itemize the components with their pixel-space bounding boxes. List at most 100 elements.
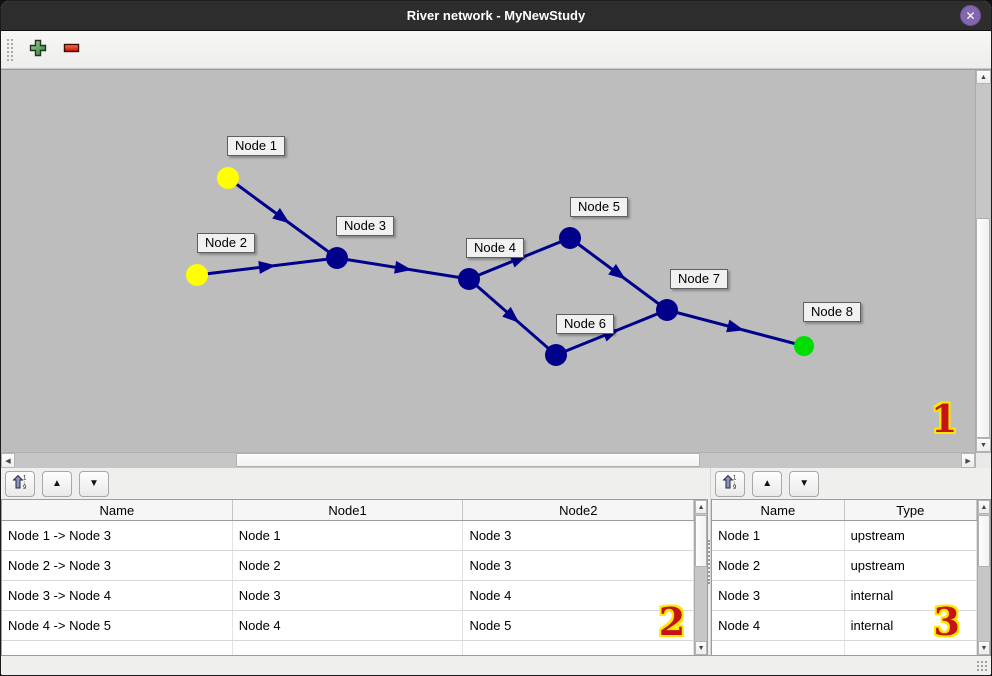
sort-icon: 1 9 bbox=[722, 474, 738, 493]
table-cell[interactable]: Node 4 bbox=[233, 611, 464, 640]
table-cell[interactable]: Node 4 bbox=[463, 581, 695, 610]
add-node-button[interactable] bbox=[27, 39, 49, 61]
sort-button[interactable]: 1 9 bbox=[5, 470, 35, 497]
close-button[interactable]: ✕ bbox=[960, 5, 981, 26]
scroll-track[interactable] bbox=[15, 453, 961, 468]
scroll-up-button[interactable]: ▲ bbox=[978, 500, 990, 514]
table-cell[interactable]: upstream bbox=[845, 521, 977, 550]
table-cell[interactable]: Node 1 bbox=[233, 521, 464, 550]
node-label: Node 4 bbox=[466, 238, 524, 258]
scroll-track[interactable] bbox=[978, 514, 990, 641]
canvas-horizontal-scrollbar[interactable]: ◀ ▶ bbox=[1, 453, 976, 468]
scroll-thumb[interactable] bbox=[236, 453, 700, 467]
scroll-down-button[interactable]: ▼ bbox=[695, 641, 708, 655]
table-cell[interactable]: Node 3 bbox=[463, 551, 695, 580]
table-cell[interactable]: Node 3 -> Node 4 bbox=[2, 581, 233, 610]
links-vertical-scrollbar[interactable]: ▲ ▼ bbox=[694, 500, 708, 655]
river-node[interactable] bbox=[559, 227, 581, 249]
empty-row bbox=[2, 641, 695, 655]
network-svg bbox=[186, 167, 814, 366]
toolbar-drag-handle[interactable] bbox=[7, 38, 13, 61]
flow-arrow-icon bbox=[608, 264, 626, 280]
table-cell[interactable]: Node 4 -> Node 5 bbox=[2, 611, 233, 640]
move-down-button[interactable]: ▼ bbox=[789, 470, 820, 497]
river-node[interactable] bbox=[458, 268, 480, 290]
river-node[interactable] bbox=[186, 264, 208, 286]
table-cell[interactable]: Node 3 bbox=[712, 581, 845, 610]
svg-text:9: 9 bbox=[23, 485, 27, 490]
table-cell[interactable]: Node 2 bbox=[233, 551, 464, 580]
scroll-thumb[interactable] bbox=[695, 515, 708, 567]
table-cell[interactable]: internal bbox=[845, 611, 977, 640]
plus-icon bbox=[29, 39, 47, 60]
scroll-down-button[interactable]: ▼ bbox=[978, 641, 990, 655]
close-icon: ✕ bbox=[965, 8, 976, 23]
table-cell[interactable]: Node 3 bbox=[463, 521, 695, 550]
column-header[interactable]: Name bbox=[712, 500, 845, 520]
table-cell[interactable]: Node 1 -> Node 3 bbox=[2, 521, 233, 550]
scroll-down-button[interactable]: ▼ bbox=[976, 438, 991, 452]
resize-grip[interactable] bbox=[976, 660, 988, 672]
scroll-right-button[interactable]: ▶ bbox=[961, 453, 976, 468]
scroll-up-button[interactable]: ▲ bbox=[976, 70, 991, 84]
arrow-up-icon: ▲ bbox=[762, 478, 773, 489]
scroll-thumb[interactable] bbox=[978, 515, 990, 567]
panel-splitter-handle[interactable] bbox=[708, 539, 711, 584]
remove-node-button[interactable] bbox=[61, 39, 83, 61]
node-label: Node 6 bbox=[556, 314, 614, 334]
scroll-track[interactable] bbox=[695, 514, 708, 641]
flow-arrow-icon bbox=[394, 260, 412, 274]
scroll-left-button[interactable]: ◀ bbox=[1, 453, 15, 468]
table-cell[interactable]: Node 2 bbox=[712, 551, 845, 580]
scroll-down-icon: ▼ bbox=[980, 644, 988, 652]
svg-text:9: 9 bbox=[733, 485, 737, 490]
nodes-vertical-scrollbar[interactable]: ▲ ▼ bbox=[977, 500, 990, 655]
flow-arrow-icon bbox=[502, 306, 520, 323]
scroll-track[interactable] bbox=[976, 84, 991, 438]
river-node[interactable] bbox=[545, 344, 567, 366]
river-node[interactable] bbox=[326, 247, 348, 269]
table-cell[interactable]: Node 5 bbox=[463, 611, 695, 640]
scroll-up-button[interactable]: ▲ bbox=[695, 500, 708, 514]
window-title: River network - MyNewStudy bbox=[406, 8, 586, 23]
table-cell[interactable]: Node 2 -> Node 3 bbox=[2, 551, 233, 580]
table-cell[interactable]: Node 1 bbox=[712, 521, 845, 550]
river-node[interactable] bbox=[217, 167, 239, 189]
sort-button[interactable]: 1 9 bbox=[715, 470, 746, 497]
annotation-1: 1 bbox=[931, 396, 958, 441]
river-node[interactable] bbox=[794, 336, 814, 356]
node-label: Node 3 bbox=[336, 216, 394, 236]
move-up-button[interactable]: ▲ bbox=[752, 470, 783, 497]
table-cell[interactable]: upstream bbox=[845, 551, 977, 580]
column-header[interactable]: Node1 bbox=[233, 500, 464, 520]
scroll-thumb[interactable] bbox=[976, 218, 991, 438]
minus-icon bbox=[63, 39, 81, 60]
move-up-button[interactable]: ▲ bbox=[42, 470, 72, 497]
column-header[interactable]: Type bbox=[845, 500, 977, 520]
arrow-down-icon: ▼ bbox=[799, 478, 810, 489]
river-node[interactable] bbox=[656, 299, 678, 321]
column-header[interactable]: Name bbox=[2, 500, 233, 520]
column-header[interactable]: Node2 bbox=[463, 500, 695, 520]
move-down-button[interactable]: ▼ bbox=[79, 470, 109, 497]
table-cell[interactable]: Node 4 bbox=[712, 611, 845, 640]
canvas-vertical-scrollbar[interactable]: ▲ ▼ bbox=[975, 70, 991, 452]
table-cell[interactable]: Node 3 bbox=[233, 581, 464, 610]
table-cell[interactable]: internal bbox=[845, 581, 977, 610]
